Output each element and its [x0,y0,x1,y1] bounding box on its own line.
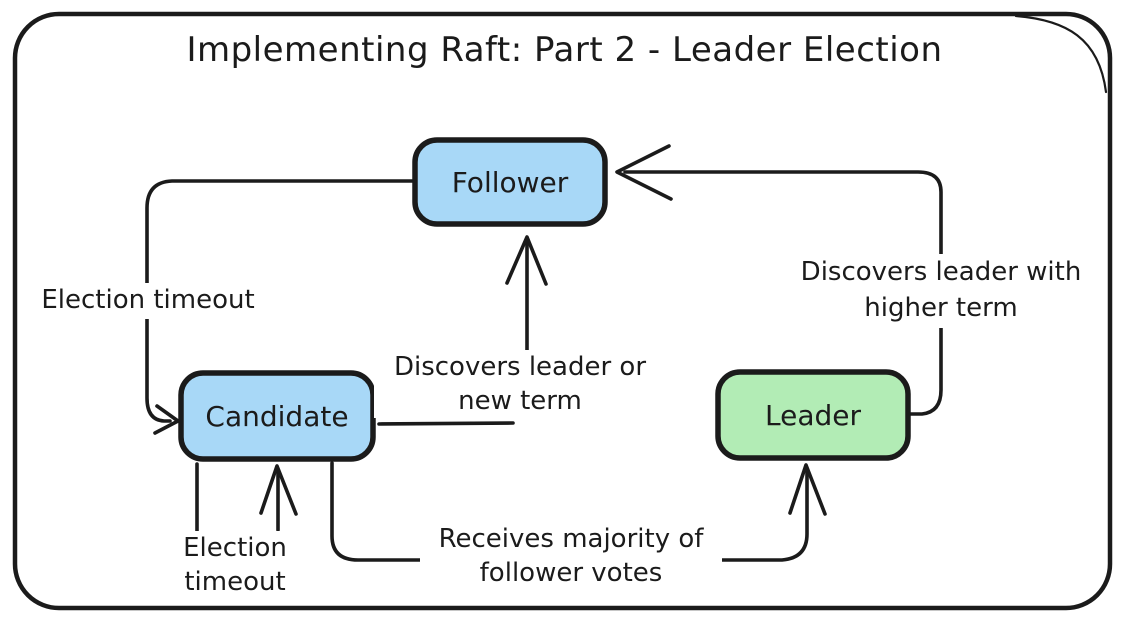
candidate-state-label: Candidate [205,399,349,433]
leader-state-label: Leader [764,398,861,432]
leader-state-box [715,369,911,461]
edge-label-election-timeout-self: Election timeout [164,531,306,599]
edge-label-text: Receives majority of [438,524,704,554]
frame-sketch-doubling [1014,14,1108,94]
edge-candidate-to-follower-horizontal [377,421,515,426]
arrowhead-into-candidate-bottom [259,464,298,516]
edge-label-text: Election [183,533,287,563]
edge-label-discovers-leader-or-new-term: Discovers leader or new term [374,350,666,418]
edge-label-discovers-leader-higher-term: Discovers leader with higher term [778,254,1104,328]
edge-label-election-timeout-left: Election timeout [26,283,270,319]
edge-label-text: higher term [864,293,1018,323]
frame-border [12,11,1113,611]
edge-label-text: new term [458,386,582,416]
edge-label-text: Discovers leader with [800,257,1082,287]
arrowhead-into-leader-bottom [788,463,827,516]
arrowhead-into-candidate-left [153,404,180,435]
candidate-state-box [178,370,376,462]
arrowhead-into-follower-bottom [505,235,548,286]
edge-label-text: follower votes [479,558,663,588]
edge-label-text: Election timeout [41,285,255,315]
follower-state-box [412,137,608,227]
follower-state-label: Follower [451,165,569,199]
edge-label-receives-majority: Receives majority of follower votes [420,522,722,598]
edge-label-text: Discovers leader or [393,352,647,382]
arrowhead-into-follower-right [615,144,673,201]
diagram-title: Implementing Raft: Part 2 - Leader Elect… [186,30,943,70]
edge-label-text: timeout [184,567,286,597]
